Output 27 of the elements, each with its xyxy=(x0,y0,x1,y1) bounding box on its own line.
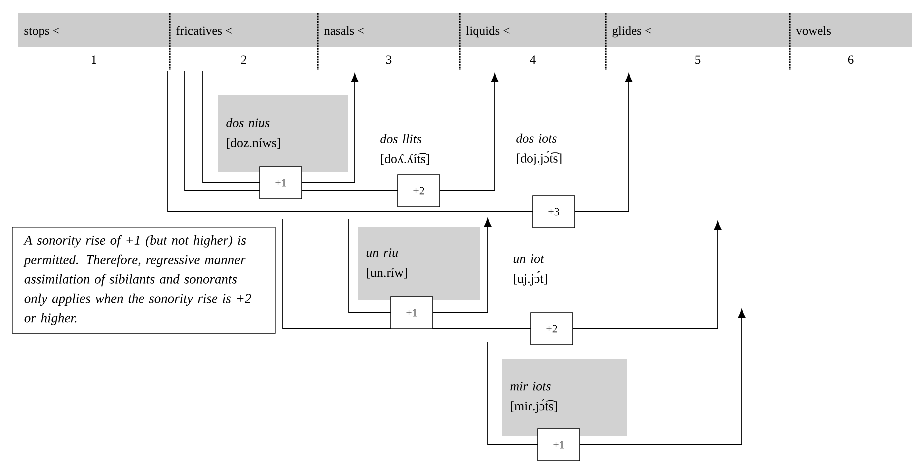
rise-label: +1 xyxy=(390,296,434,330)
node-label: 1 xyxy=(92,56,96,64)
header-cell: vowels 6 xyxy=(790,13,912,64)
rise-label: +1 xyxy=(538,428,580,462)
edge-label: +1 xyxy=(260,166,302,200)
example-text: un iot [uj.jɔ́t] xyxy=(514,254,548,286)
example-box: mir iots [miɾ.jɔ́t͡s] xyxy=(502,359,628,436)
header-cell: stops < 1 xyxy=(18,13,170,64)
example-text: dos llits [doʎ.ʎít͡s] xyxy=(380,134,430,166)
node-label: 3 xyxy=(386,56,392,64)
node-label: 5 xyxy=(696,56,701,64)
edge-label: +3 xyxy=(532,196,576,228)
arrow xyxy=(202,70,359,184)
header-cell: fricatives < 2 xyxy=(170,13,318,64)
example-box: dos nius [doz.níws] xyxy=(218,95,348,172)
header-cell: glides < 5 xyxy=(606,13,790,64)
node-label: 4 xyxy=(530,56,536,64)
rise-label: +2 xyxy=(530,312,574,346)
example-text: dos iots [doj.jɔ́t͡s] xyxy=(516,134,562,166)
note-box: A sonority rise of +1 (but not higher) is permitted. Therefore, regressive manner assimilation of sibilants and sonorants only applies when the sonority rise is +2 or higher. xyxy=(12,227,276,334)
arrow xyxy=(168,70,633,212)
node-label: 2 xyxy=(241,56,246,64)
example-box: un riu [un.ríw] xyxy=(358,227,480,300)
node-label: 6 xyxy=(848,56,854,64)
header-cell: nasals < 3 xyxy=(318,13,460,64)
edge-label: +2 xyxy=(398,174,440,208)
header-cell: liquids < 4 xyxy=(460,13,606,64)
